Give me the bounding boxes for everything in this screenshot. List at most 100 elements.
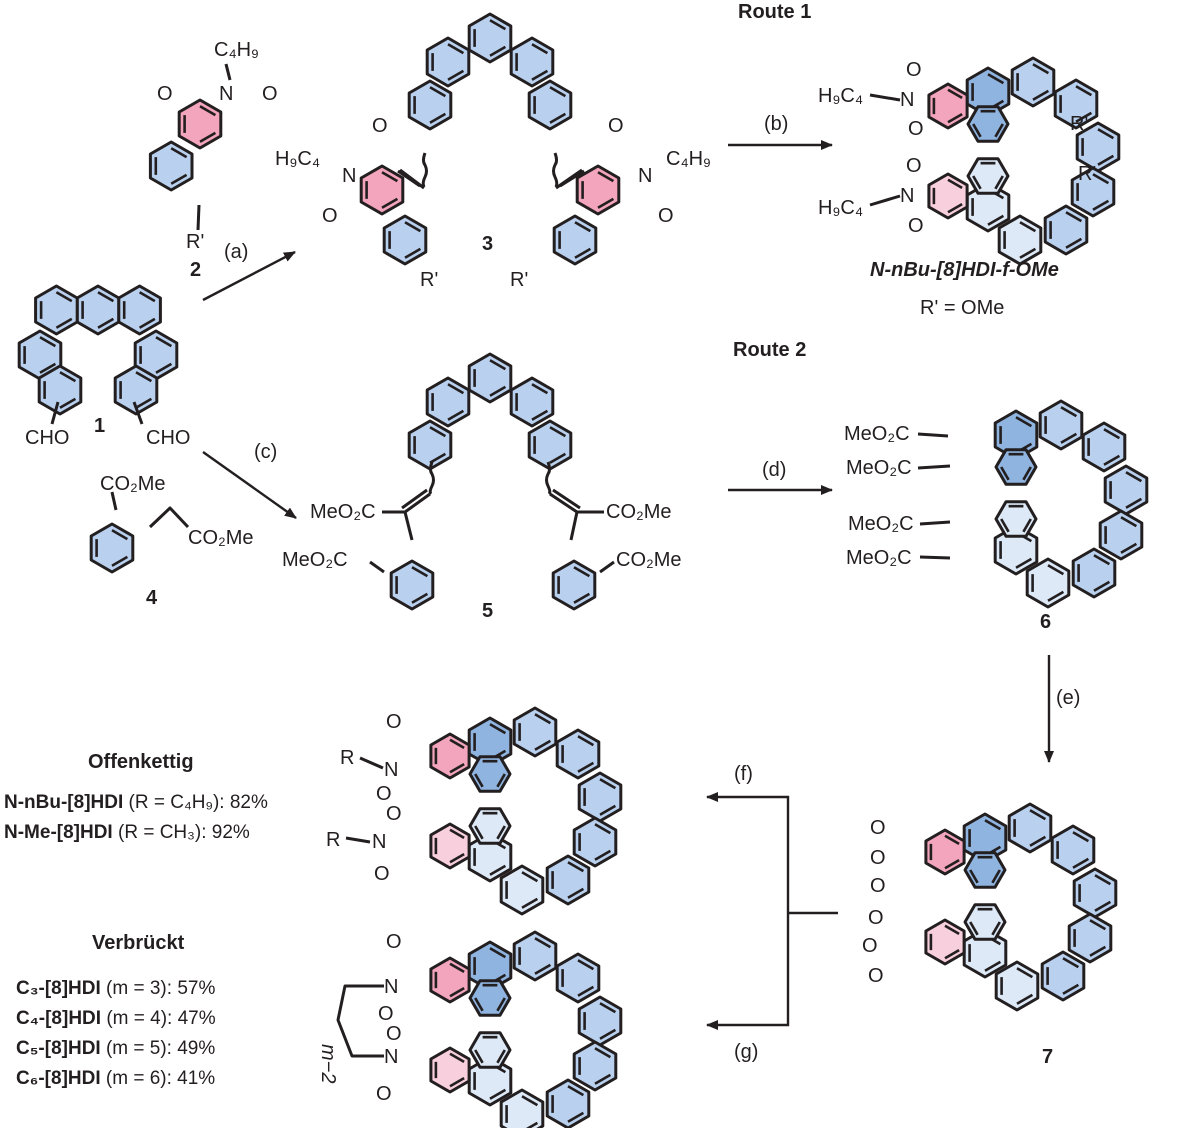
c6-ring-2-double-bonds — [1044, 406, 1078, 444]
p1-n-sub-top: H₉C₄ — [818, 85, 863, 107]
c3-ring-left-double-bonds — [413, 86, 447, 124]
c7-imide-top-double-bonds — [929, 834, 960, 870]
arrow-g — [706, 913, 790, 1030]
br-m-index: m−2 — [317, 1044, 339, 1083]
c5-benzene-right-double-bonds — [557, 566, 591, 604]
p1-ring-4-double-bonds — [1081, 128, 1115, 166]
br-ring-4-double-bonds — [583, 1002, 617, 1040]
c3-imide-left-double-bonds — [365, 171, 399, 209]
oc-ring-3-double-bonds — [561, 735, 595, 773]
c5-ring-top-right-double-bonds — [515, 383, 549, 421]
c3-n-sub-left: H₉C₄ — [275, 148, 320, 170]
p1-ring-2-double-bonds — [1016, 63, 1050, 101]
br-ring-2-double-bonds — [518, 937, 552, 975]
c2-r-prime: R' — [186, 231, 204, 253]
p1-o-bottom-2: O — [908, 215, 924, 237]
compound-7-number: 7 — [1042, 1046, 1053, 1068]
c7-ring-inner-top-double-bonds — [969, 855, 1001, 884]
c3-o-left-top: O — [372, 115, 388, 137]
oc-o-1: O — [386, 711, 402, 733]
c3-imide-right-double-bonds — [581, 171, 615, 209]
c3-r-right: R' — [510, 269, 528, 291]
arrow-f — [706, 792, 790, 913]
c3-benzene-right-double-bonds — [558, 221, 592, 259]
p1-n-top: N — [900, 89, 914, 111]
c3-n-sub-right: C₄H₉ — [666, 148, 711, 170]
br-ring-7 — [499, 1088, 545, 1128]
bridged-item-detail: (m = 3): 57% — [101, 978, 216, 999]
c6-ester-1: MeO₂C — [844, 423, 910, 445]
br-o-4: O — [376, 1083, 392, 1105]
p1-n-bottom: N — [900, 185, 914, 207]
c1-ring-right-double-bonds — [139, 336, 173, 374]
c2-n-substituent: C₄H₉ — [214, 39, 259, 61]
oc-ring-6-double-bonds — [551, 861, 585, 899]
c6-ring-inner-top-double-bonds — [1000, 452, 1032, 481]
bridged-item-detail: (m = 4): 47% — [101, 1008, 216, 1029]
compound-4-number: 4 — [146, 587, 158, 609]
step-g-label: (g) — [734, 1041, 758, 1063]
c3-ring-top-right-double-bonds — [515, 43, 549, 81]
p1-o-top-2: O — [908, 118, 924, 140]
bridged-item: C₆-[8]HDI (m = 6): 41% — [16, 1068, 215, 1089]
c5-ester-c: CO₂Me — [606, 501, 672, 523]
p1-o-bottom-1: O — [906, 155, 922, 177]
p1-n-sub-bottom: H₉C₄ — [818, 197, 863, 219]
c4-benzene-ring-double-bonds — [95, 529, 129, 567]
bridged-item: C₃-[8]HDI (m = 3): 57% — [16, 978, 215, 999]
c3-o-right-top: O — [608, 115, 624, 137]
p1-ring-5-double-bonds — [1076, 173, 1110, 211]
c3-benzene-left-double-bonds — [388, 221, 422, 259]
c3-r-left: R' — [420, 269, 438, 291]
c7-ring-6-double-bonds — [1046, 957, 1080, 995]
c3-n-left: N — [342, 165, 356, 187]
br-o-1: O — [386, 931, 402, 953]
br-n-top: N — [384, 976, 398, 998]
bridged-item-detail: (m = 5): 49% — [101, 1038, 216, 1059]
c7-ring-inner-bottom-double-bonds — [969, 907, 1001, 936]
bridged-item-detail: (m = 6): 41% — [101, 1068, 216, 1089]
oc-imide-top-double-bonds — [434, 738, 465, 774]
bridged-item-name: C₆-[8]HDI — [16, 1068, 101, 1089]
arrow-a — [202, 250, 296, 302]
bridged-item-name: C₄-[8]HDI — [16, 1008, 101, 1029]
open-chain-item-name: N-Me-[8]HDI — [4, 822, 113, 843]
p1-ring-3-double-bonds — [1059, 85, 1093, 123]
oc-ring-inner-bottom-double-bonds — [474, 811, 506, 840]
c7-imide-bottom-double-bonds — [929, 924, 960, 960]
p1-ring-7-double-bonds — [1003, 221, 1037, 259]
br-o-2: O — [378, 1003, 394, 1025]
open-chain-item-name: N-nBu-[8]HDI — [4, 792, 123, 813]
c7-o-4: O — [868, 907, 884, 929]
p1-r-definition: R' = OMe — [920, 297, 1004, 319]
br-imide-top-double-bonds — [434, 962, 465, 998]
p1-ring-inner-top-double-bonds — [972, 109, 1004, 138]
c1-ring-top-right-double-bonds — [122, 291, 156, 329]
c6-ester-3: MeO₂C — [848, 513, 914, 535]
oc-o-4: O — [374, 863, 390, 885]
c1-ring-left-bottom-double-bonds — [43, 371, 77, 409]
compound-1-number: 1 — [94, 415, 105, 437]
br-ring-7-double-bonds — [505, 1095, 539, 1128]
br-ring-5-double-bonds — [578, 1047, 612, 1085]
oc-o-2: O — [376, 783, 392, 805]
c2-imide-ring-double-bonds — [183, 105, 217, 143]
route-2-heading: Route 2 — [733, 339, 806, 361]
open-chain-heading: Offenkettig — [88, 751, 194, 773]
c5-ring-left-double-bonds — [413, 426, 447, 464]
reaction-arrows — [202, 140, 1054, 1030]
step-e-label: (e) — [1056, 687, 1080, 709]
c6-ring-inner-bottom-double-bonds — [1000, 504, 1032, 533]
open-chain-yield-list: N-nBu-[8]HDI (R = C₄H₉): 82%N-Me-[8]HDI … — [4, 792, 268, 843]
c4-ester-top: CO₂Me — [100, 473, 166, 495]
oc-imide-bottom-double-bonds — [434, 828, 465, 864]
br-ring-inner-top-double-bonds — [474, 983, 506, 1012]
c1-ring-right-bottom-double-bonds — [119, 371, 153, 409]
c6-ring-3-double-bonds — [1087, 428, 1121, 466]
c7-ring-3-double-bonds — [1056, 831, 1090, 869]
c1-ring-top-left-double-bonds — [39, 291, 73, 329]
c3-o-left-bottom: O — [322, 205, 338, 227]
open-chain-item-detail: (R = C₄H₉): 82% — [123, 792, 268, 813]
oc-n-bottom: N — [372, 831, 386, 853]
